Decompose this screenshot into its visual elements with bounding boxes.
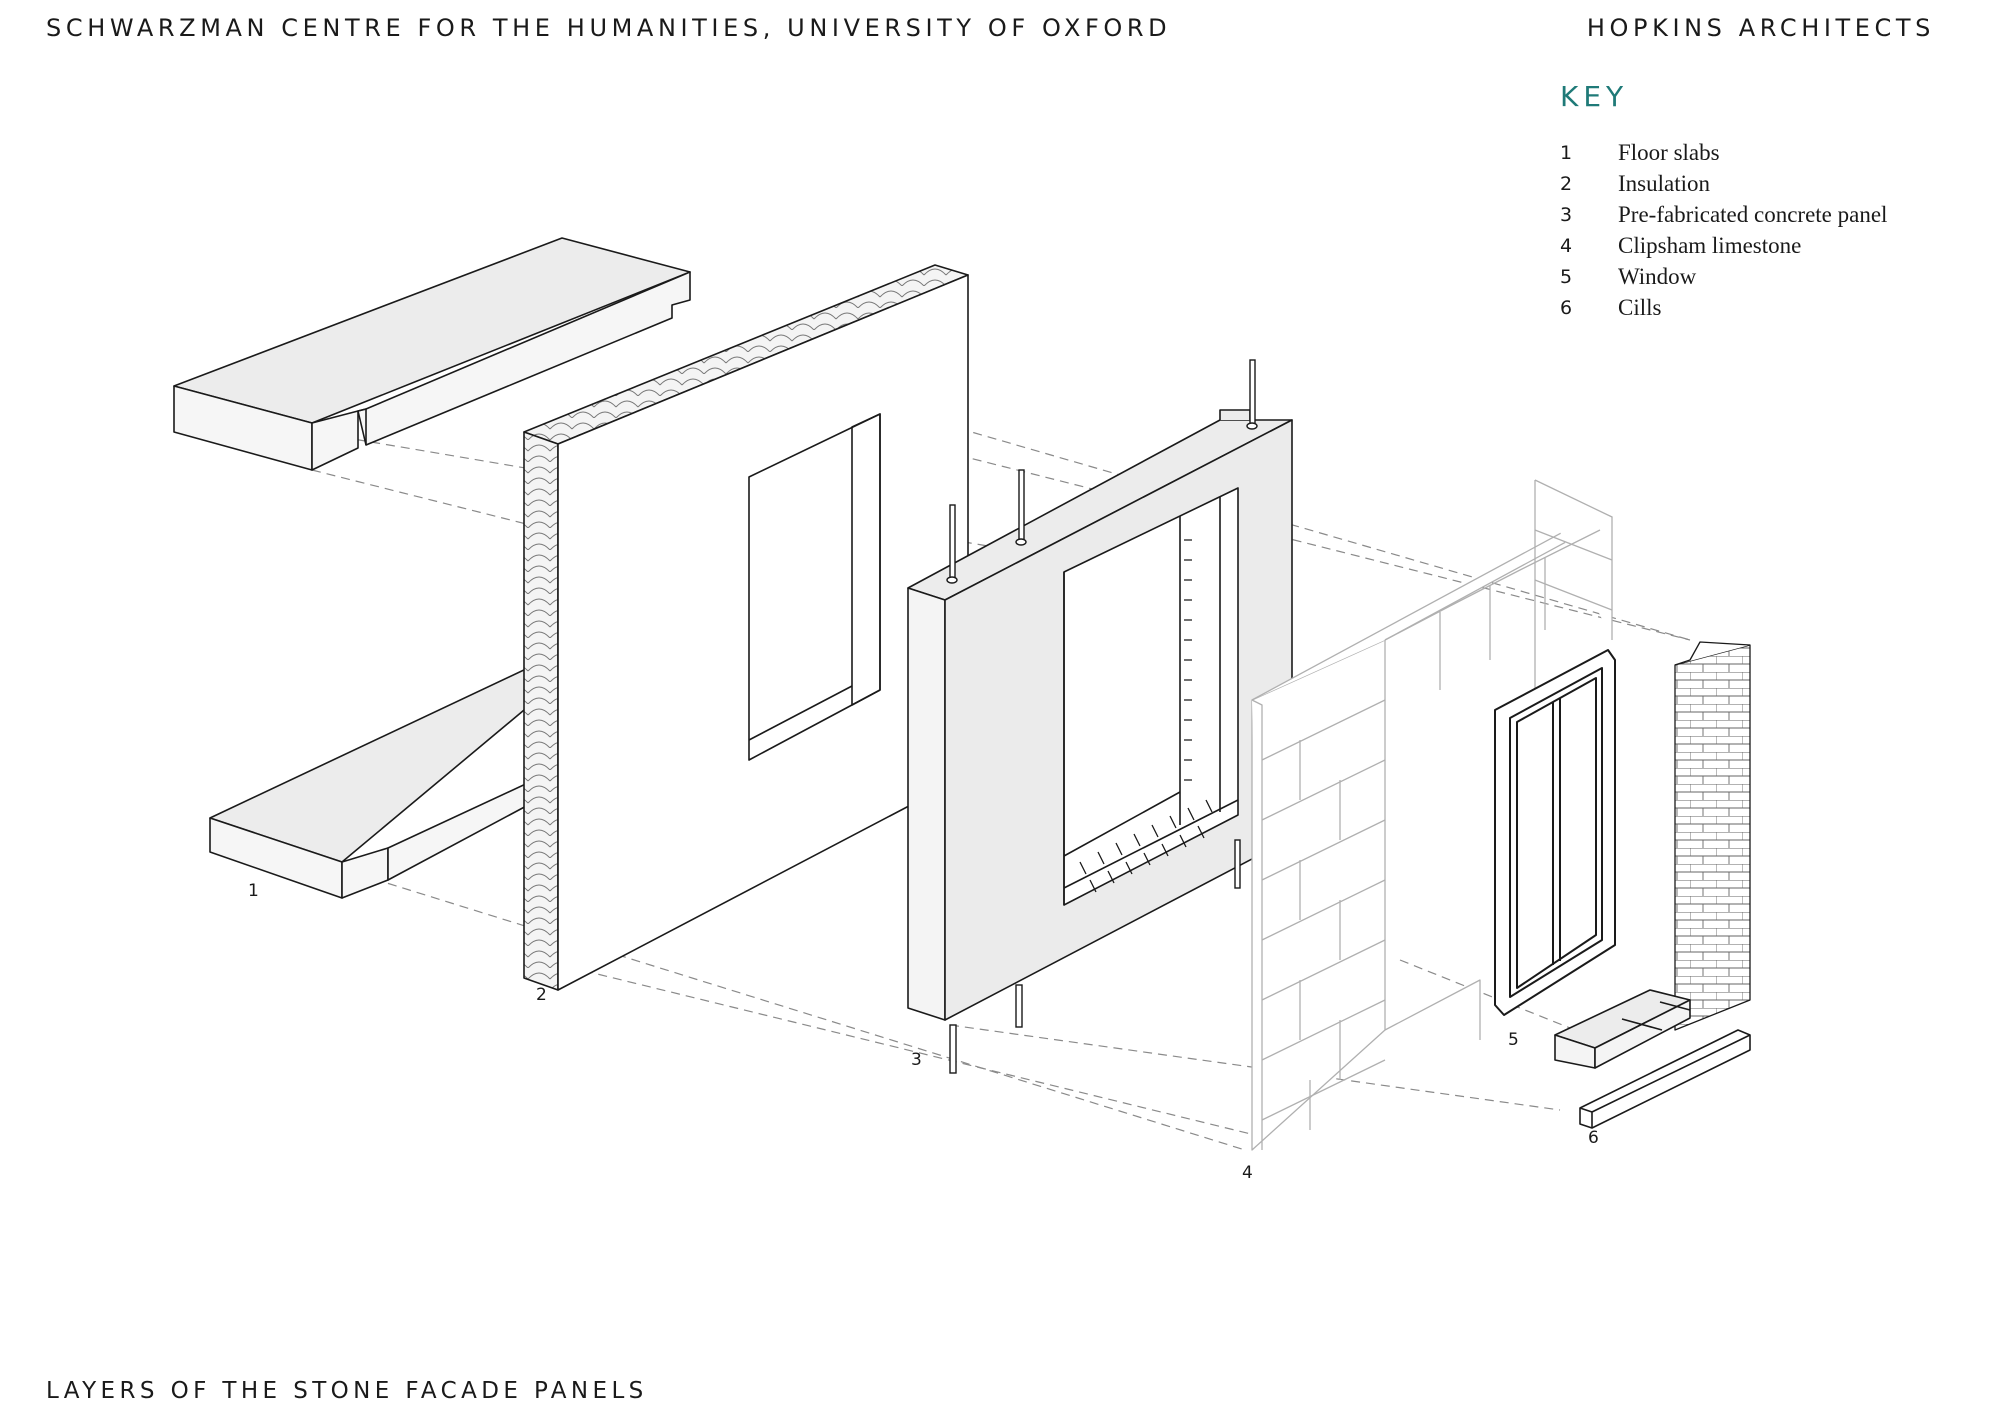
key-item-label: Insulation bbox=[1618, 171, 1710, 196]
key-item-number: 1 bbox=[1560, 142, 1573, 164]
key-item-label: Cills bbox=[1618, 295, 1662, 320]
floor-slab-lower bbox=[209, 659, 561, 899]
fixing-rods bbox=[946, 359, 1258, 1074]
concrete-panel-reinforcement bbox=[1079, 539, 1213, 893]
key-item-number: 6 bbox=[1560, 297, 1573, 319]
window-frame bbox=[1494, 649, 1616, 1016]
cills bbox=[1554, 989, 1751, 1129]
callout-1: 1 bbox=[248, 881, 259, 901]
drawing-caption: LAYERS OF THE STONE FACADE PANELS bbox=[46, 1378, 648, 1404]
limestone-cladding bbox=[1251, 479, 1613, 1151]
concrete-panel bbox=[907, 409, 1293, 1021]
callout-4: 4 bbox=[1242, 1163, 1253, 1183]
floor-slab-upper bbox=[173, 237, 691, 471]
insulation-panel bbox=[523, 264, 969, 991]
callout-3: 3 bbox=[911, 1050, 922, 1070]
key-item-number: 4 bbox=[1560, 235, 1573, 257]
callout-2: 2 bbox=[536, 985, 547, 1005]
key-heading: KEY bbox=[1560, 80, 1629, 113]
key-item-number: 3 bbox=[1560, 204, 1573, 226]
firm-name: HOPKINS ARCHITECTS bbox=[1586, 14, 1935, 42]
callout-6: 6 bbox=[1588, 1128, 1599, 1148]
key-item-label: Pre-fabricated concrete panel bbox=[1618, 202, 1888, 227]
brick-return bbox=[1674, 641, 1751, 1031]
callout-5: 5 bbox=[1508, 1030, 1519, 1050]
key-item-label: Window bbox=[1618, 264, 1697, 289]
key-item-label: Floor slabs bbox=[1618, 140, 1720, 165]
key-item-number: 2 bbox=[1560, 173, 1573, 195]
project-title: SCHWARZMAN CENTRE FOR THE HUMANITIES, UN… bbox=[46, 14, 1172, 42]
key-item-number: 5 bbox=[1560, 266, 1573, 288]
key-item-label: Clipsham limestone bbox=[1618, 233, 1802, 258]
